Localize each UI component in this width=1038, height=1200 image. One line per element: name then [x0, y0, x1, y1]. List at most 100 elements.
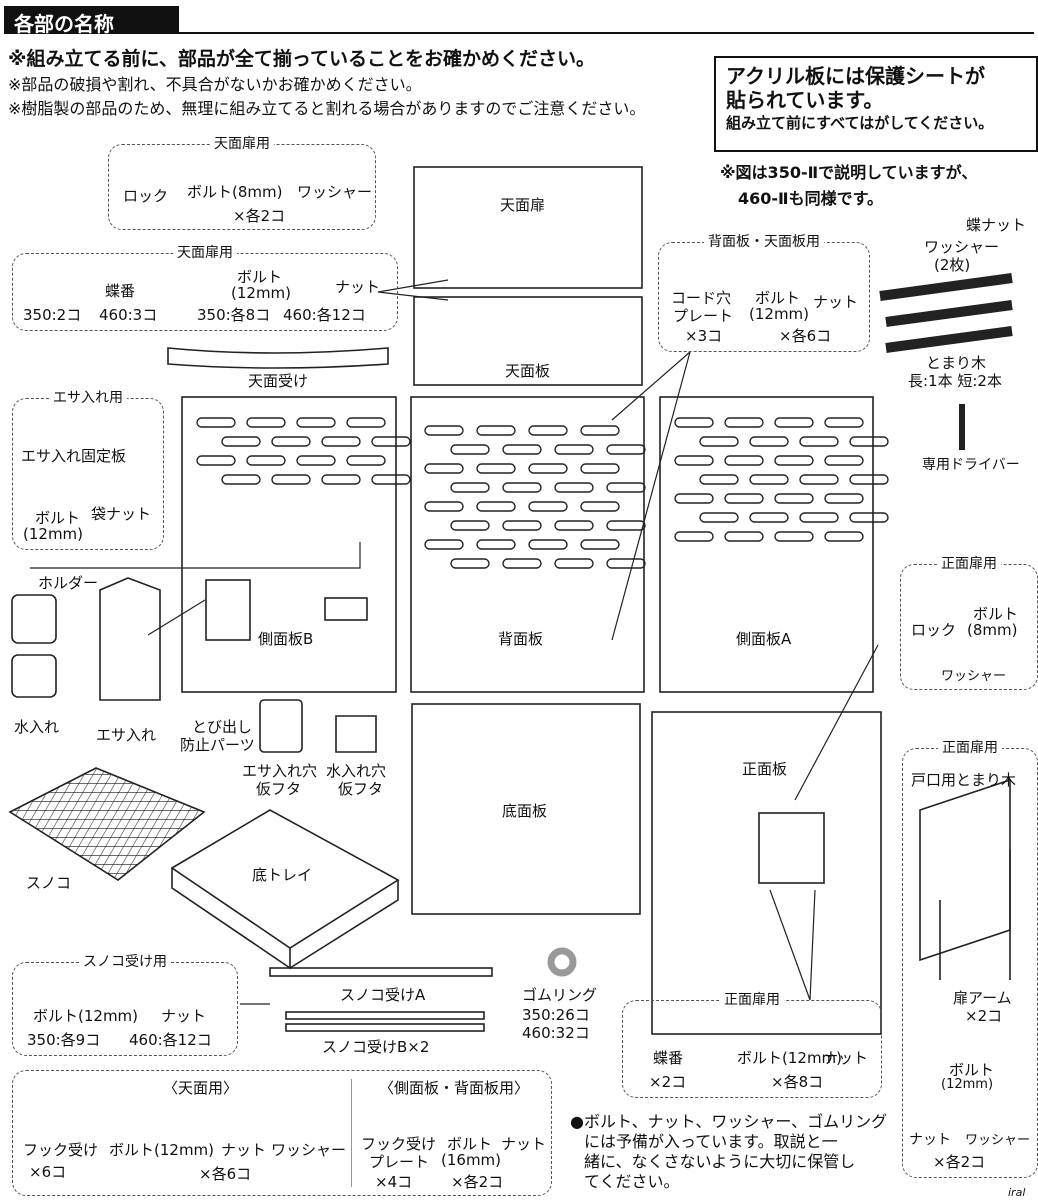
vent-slot [849, 436, 889, 447]
group-hooks: 〈天面用〉 〈側面板・背面板用〉 フック受け ×6コ ボルト(12mm) ナット… [12, 1070, 552, 1196]
page-title: 各部の名称 [14, 12, 114, 36]
vent-slot [580, 425, 620, 436]
vent-slot [606, 520, 646, 531]
side-a-panel [659, 396, 874, 693]
vent-slot [476, 425, 516, 436]
vent-slot [424, 539, 464, 550]
vent-slot [749, 512, 789, 523]
bottom-panel [411, 703, 641, 915]
door-arm-label: 扉アーム [953, 989, 1012, 1007]
vent-slot [296, 417, 336, 428]
nut-label: ナット [813, 293, 859, 311]
model-note-line-2: 460-Ⅱも同様です。 [738, 189, 883, 208]
vent-slot [424, 501, 464, 512]
vent-slot [699, 512, 739, 523]
header-bar [4, 6, 179, 32]
nut-label: ナット [161, 1007, 207, 1025]
vent-slot [774, 531, 814, 542]
notice-line-1: アクリル板には保護シートが [726, 64, 985, 88]
vent-slot [849, 512, 889, 523]
vent-slots [196, 417, 889, 569]
top-door-panel [413, 166, 643, 289]
hook-plate-qty: ×4コ [375, 1173, 413, 1191]
rubber-ring-shape [547, 947, 577, 977]
vent-slot [799, 474, 839, 485]
door-arms [939, 850, 1011, 980]
vent-slot [580, 539, 620, 550]
vent-slot [221, 474, 261, 485]
vent-slot [221, 436, 261, 447]
label-water: 水入れ [14, 718, 60, 736]
cap-nut-label: 袋ナット [91, 505, 152, 523]
note-line-3: ※樹脂製の部品のため、無理に組み立てると割れる場合がありますのでご注意ください。 [8, 99, 646, 118]
label-rail-b: スノコ受けB×2 [322, 1038, 430, 1056]
vent-slot [476, 539, 516, 550]
side-b-feeder-hole [205, 579, 251, 641]
nut-label-2: ナット [501, 1135, 547, 1153]
label-tray: 底トレイ [252, 866, 313, 884]
vent-slot [502, 482, 542, 493]
vent-slot [502, 444, 542, 455]
model-note: ※図は350-Ⅱで説明していますが、 460-Ⅱも同様です。 [720, 160, 977, 212]
protective-sheet-notice: アクリル板には保護シートが 貼られています。 組み立て前にすべてはがしてください… [714, 56, 1038, 152]
qty-350-bolt: 350:各8コ [197, 306, 271, 324]
label-perch-qty: 長:1本 短:2本 [908, 372, 1002, 390]
bolt-label: ボルト [35, 509, 81, 527]
bolt-label: ボルト(12mm) [33, 1007, 139, 1025]
vent-slot [196, 417, 236, 428]
note-line-1: ※組み立てる前に、部品が全て揃っていることをお確かめください。 [8, 48, 595, 70]
vent-slot [699, 436, 739, 447]
hook-plate-label-1: フック受け [361, 1135, 437, 1153]
label-bottom: 底面板 [502, 802, 548, 820]
label-rail-a: スノコ受けA [340, 986, 426, 1004]
vent-slot [824, 531, 864, 542]
group-front-door-c-title: 正面扉用 [720, 992, 784, 1008]
label-top-door: 天面扉 [500, 196, 546, 214]
group-front-door-b-title: 正面扉用 [938, 740, 1002, 756]
label-driver: 専用ドライバー [922, 457, 1020, 473]
label-guard-2: 防止パーツ [180, 736, 255, 754]
vent-slot [528, 425, 568, 436]
grate-shape [8, 767, 206, 881]
label-top-rail: 天面受け [248, 372, 309, 390]
bolt-size-label: (12mm) [749, 305, 810, 323]
label-wing-nut: 蝶ナット [966, 216, 1027, 234]
qty-hinge: ×2コ [649, 1073, 687, 1091]
qty-350: 350:各9コ [27, 1031, 101, 1049]
perch-long [879, 273, 1013, 301]
label-ring-350: 350:26コ [522, 1006, 590, 1024]
label-perch: とまり木 [926, 354, 987, 372]
signature: iral [1008, 1186, 1026, 1199]
group-top-door-b-title: 天面扉用 [173, 245, 237, 261]
vent-slot [749, 436, 789, 447]
label-side-a: 側面板A [736, 630, 792, 648]
group-front-door-b: 正面扉用 戸口用とまり木 扉アーム ×2コ ボルト (12mm) ナット ワッシ… [902, 740, 1038, 1178]
side-b-plate-hole [324, 597, 368, 621]
nut-label: ナット [823, 1049, 869, 1067]
bolt-16-label: ボルト [447, 1135, 493, 1153]
vent-slot [554, 558, 594, 569]
label-guard-1: とび出し [192, 718, 253, 736]
vent-slot [450, 558, 490, 569]
hooks-divider [351, 1079, 352, 1187]
rail-a-shape [269, 967, 493, 977]
nut-label: ナット [335, 278, 381, 296]
qty-460: 460:各12コ [129, 1031, 212, 1049]
vent-slot [724, 531, 764, 542]
hook-qty: ×6コ [29, 1163, 67, 1181]
front-panel [651, 711, 882, 1035]
label-feed-cover-2: 仮フタ [256, 780, 302, 798]
group-back-top: 背面板・天面板用 コード穴 プレート ボルト (12mm) ナット ×3コ ×各… [658, 234, 870, 352]
label-grate: スノコ [26, 874, 72, 892]
vent-slot [580, 501, 620, 512]
vent-slot [450, 444, 490, 455]
door-perch-label: 戸口用とまり木 [911, 771, 1017, 789]
nut-label: ナット [221, 1141, 267, 1159]
vent-slot [296, 455, 336, 466]
vent-slot [476, 501, 516, 512]
footer-line-1: ●ボルト、ナット、ワッシャー、ゴムリング [570, 1112, 888, 1131]
hinge-label: 蝶番 [653, 1049, 684, 1067]
label-holder: ホルダー [38, 574, 99, 592]
qty-plate: ×3コ [685, 327, 723, 345]
vent-slot [724, 417, 764, 428]
